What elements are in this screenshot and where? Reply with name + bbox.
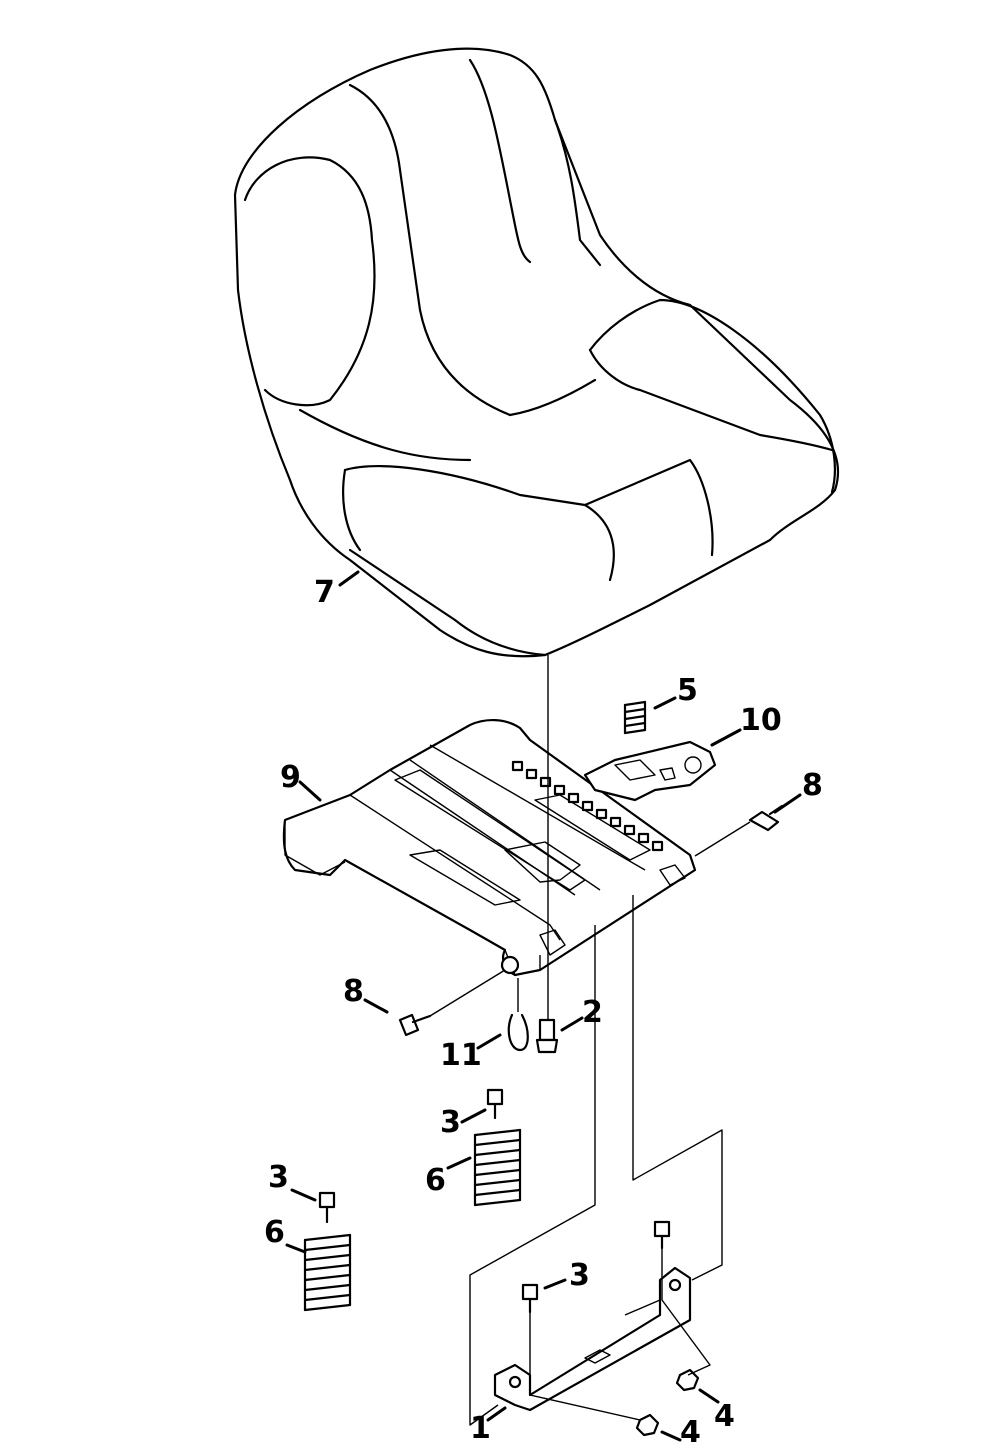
leader-lines — [285, 570, 802, 1442]
callout-5: 5 — [677, 673, 698, 708]
bolt-left — [398, 1013, 432, 1037]
callout-6-lower: 6 — [264, 1215, 285, 1250]
callout-6-upper: 6 — [425, 1163, 446, 1198]
callout-11: 11 — [440, 1038, 482, 1073]
callout-4-lower: 4 — [680, 1415, 701, 1442]
callout-labels: 7 9 5 10 8 8 11 2 3 6 3 6 3 1 4 4 — [264, 575, 823, 1442]
seat-pan — [282, 719, 697, 977]
bolt-center — [535, 1018, 559, 1054]
callout-8-left: 8 — [343, 974, 364, 1009]
callout-3-lower: 3 — [268, 1160, 289, 1195]
compression-spring-small — [623, 700, 647, 735]
callout-4-right: 4 — [714, 1399, 735, 1434]
callout-3-bracket: 3 — [569, 1258, 590, 1293]
callout-9: 9 — [280, 760, 301, 795]
latch-plate — [583, 740, 717, 802]
callout-1: 1 — [470, 1411, 491, 1442]
callout-2: 2 — [582, 995, 603, 1030]
nuts — [635, 1368, 700, 1437]
spring-upper — [473, 1088, 522, 1207]
seat — [233, 47, 840, 658]
adjustment-slots — [511, 760, 664, 852]
alignment-lines — [429, 655, 751, 1426]
spring-lower — [303, 1191, 352, 1312]
bolts-bracket — [521, 1220, 671, 1314]
callout-8-right: 8 — [802, 768, 823, 803]
callout-3-upper: 3 — [440, 1105, 461, 1140]
hairpin-clip — [507, 1013, 529, 1052]
callout-7: 7 — [314, 575, 335, 610]
callout-10: 10 — [740, 703, 782, 738]
